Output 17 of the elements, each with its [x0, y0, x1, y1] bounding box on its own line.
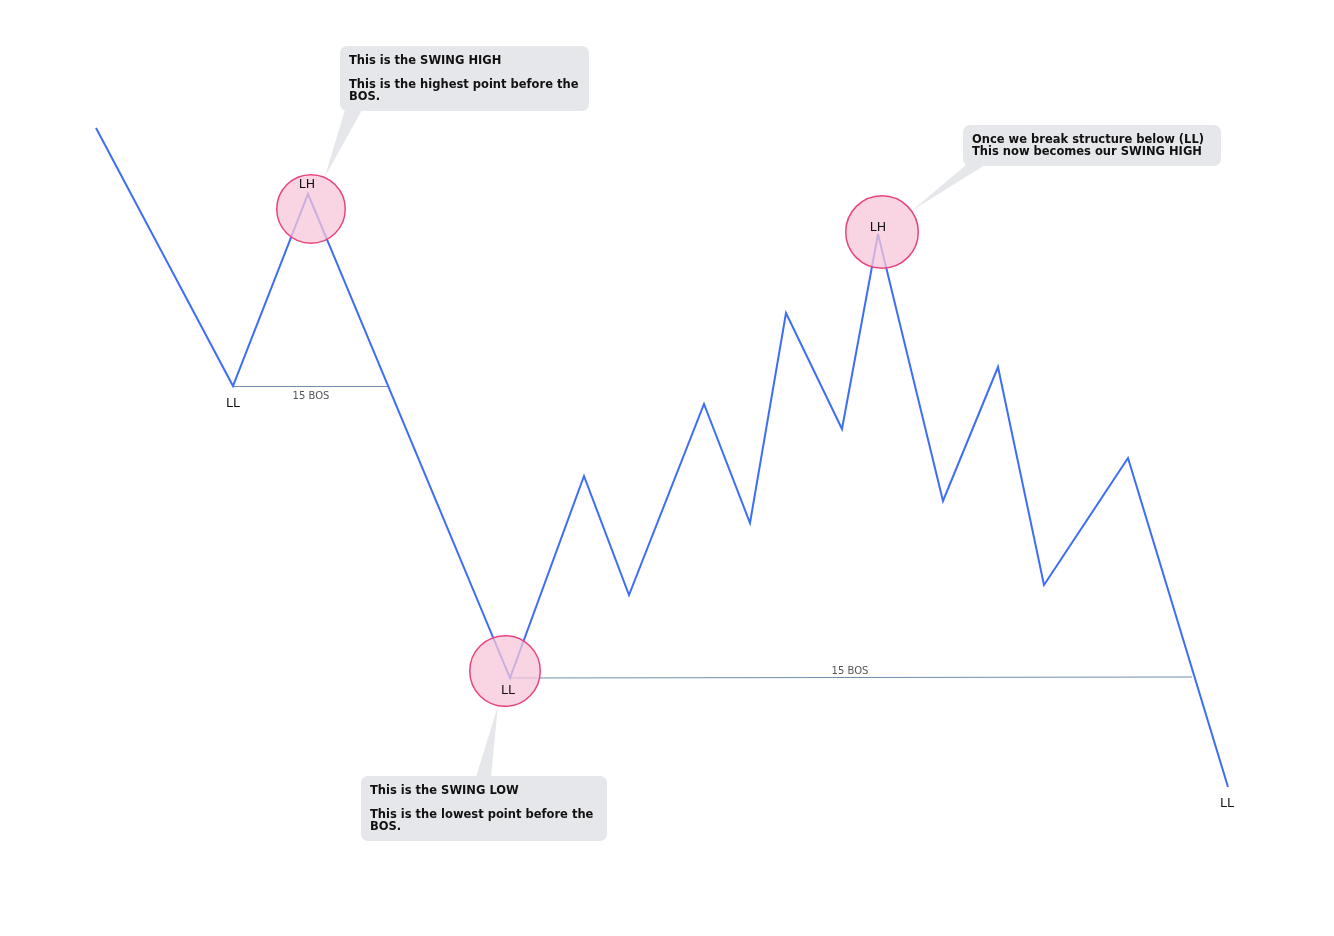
point-label: LH	[298, 175, 316, 191]
bos-label: 15 BOS	[831, 664, 869, 676]
callout-text: This is the highest point before the BOS.	[349, 78, 580, 102]
callout-box	[361, 776, 607, 841]
callout-pointer	[324, 110, 362, 177]
callout-text: Once we break structure below (LL) This now becomes our SWING HIGH	[972, 133, 1205, 157]
callout-heading: This is the SWING LOW	[370, 784, 520, 796]
callout-pointer	[912, 165, 985, 211]
callout-text: This is the lowest point before the BOS.	[370, 808, 595, 832]
point-label: LL	[501, 681, 515, 697]
bos-label: 15 BOS	[292, 389, 330, 401]
callout-box	[340, 46, 589, 111]
point-label: LH	[869, 218, 887, 234]
callout-pointer	[476, 706, 498, 777]
point-label: LL	[1220, 794, 1234, 810]
point-label: LL	[226, 394, 240, 410]
callout-heading: This is the SWING HIGH	[349, 54, 503, 66]
